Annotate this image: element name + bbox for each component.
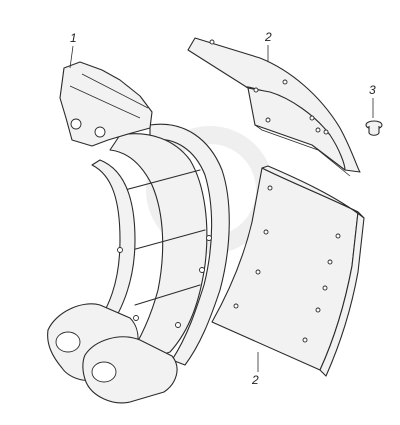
brake-shoe-rib [131,229,206,251]
brake-shoe [47,61,230,404]
callout-rivet: 3 [369,83,376,97]
lining-rivet-hole [327,259,333,265]
callout-leader-shoe [69,45,74,69]
lining-rivet-hole [267,185,273,191]
brake-shoe-rib [134,284,201,306]
lining-rivet-hole [253,87,259,93]
callout-lining-upper: 2 [264,30,272,44]
bracket-hole [70,118,82,130]
rivet [365,120,383,136]
pivot-hole [91,361,117,383]
lining-rivet-hole [255,269,261,275]
callout-shoe: 1 [70,31,77,45]
rim-hole [175,322,181,328]
lining-rivet-hole [315,127,321,133]
brake-shoe-top-bracket [59,61,153,147]
bracket-hole [94,126,106,138]
lining-rivet-hole [233,303,239,309]
lining-rivet-hole [209,39,215,45]
lining-rivet-hole [322,285,328,291]
brake-shoe-web [109,133,208,371]
brake-shoe-top-bracket-edge [81,73,149,109]
brake-shoe-pivot-lug [82,336,178,404]
flange-hole [117,247,123,253]
lining-rivet-hole [309,115,315,121]
brake-lining-upper [187,37,361,177]
lining-rivet-hole [323,129,329,135]
brake-lining-lower-side [319,211,365,377]
brake-lining-upper-side [247,87,346,171]
brake-lining-upper-edge [254,124,351,177]
flange-hole [133,315,139,321]
brake-lining-lower-top [261,165,365,219]
lining-rivet-hole [315,307,321,313]
brake-shoe-top-bracket-edge [69,85,141,119]
callout-lining-lower: 2 [251,373,259,387]
pivot-hole [55,331,81,353]
rivet-shank [368,126,380,136]
brake-lining-lower [211,165,365,377]
brake-shoe-rim [149,123,230,366]
lining-rivet-hole [302,337,308,343]
brake-shoe-rib [124,169,201,191]
lining-rivet-hole [263,229,269,235]
rim-hole [199,267,205,273]
lining-rivet-hole [335,233,341,239]
rim-hole [206,235,212,241]
lining-rivet-hole [282,79,288,85]
lining-rivet-hole [265,117,271,123]
